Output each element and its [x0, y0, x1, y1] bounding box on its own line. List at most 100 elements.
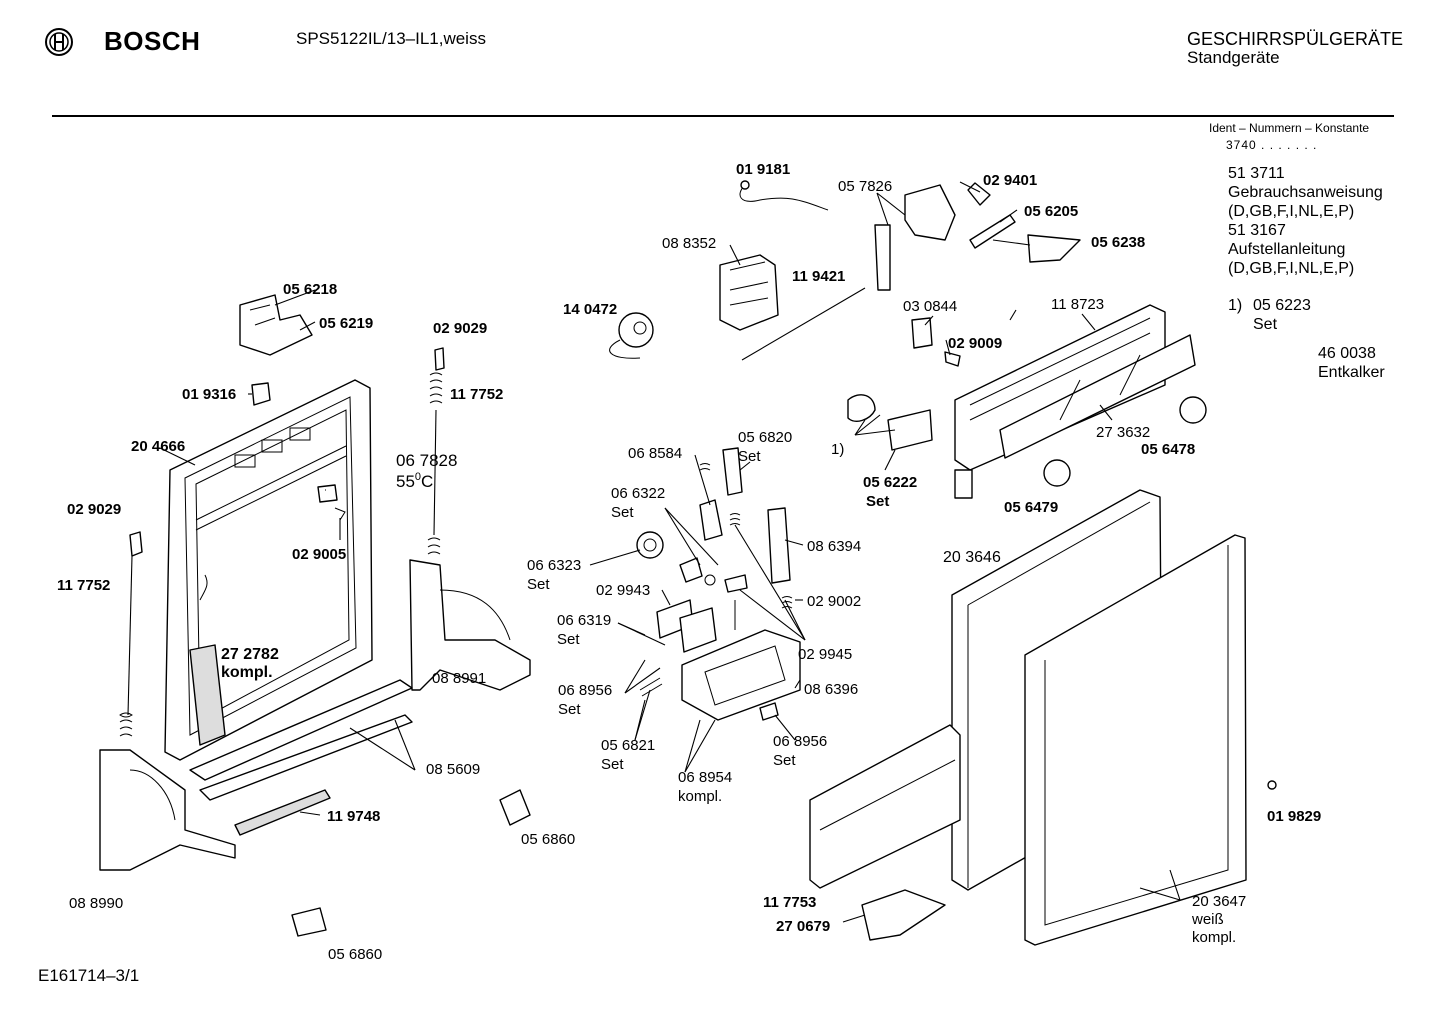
door-lock [904, 184, 956, 241]
part-label: 05 6821 [601, 737, 655, 754]
part-label: 27 0679 [776, 918, 830, 935]
cap-part [636, 531, 664, 559]
ident-title: Ident – Nummern – Konstante [1209, 121, 1370, 135]
part-label: 01 9829 [1267, 808, 1321, 825]
screw-part [944, 351, 961, 367]
part-label: weiß [1191, 911, 1224, 928]
header-divider [52, 115, 1394, 117]
part-label: 06 8954 [678, 769, 732, 786]
part-label: 02 9029 [433, 320, 487, 337]
handle-spring [1027, 234, 1081, 263]
bottom-strip [234, 789, 331, 836]
part-label: 20 4666 [131, 438, 185, 455]
install-languages: (D,GB,F,I,NL,E,P) [1228, 260, 1355, 277]
control-panel [954, 304, 1196, 499]
selector-bar [887, 409, 933, 451]
part-label: 02 9005 [292, 546, 346, 563]
part-label: 11 8723 [1051, 296, 1104, 313]
part-label: 08 8990 [69, 895, 123, 912]
part-label: 02 9009 [948, 335, 1002, 352]
part-label: 11 9421 [792, 268, 845, 285]
small-block-1 [499, 789, 531, 826]
model-number: SPS5122IL/13–IL1,weiss [296, 29, 486, 48]
temperature-label: 550C [396, 471, 433, 491]
manual-number: 51 3711 [1228, 165, 1285, 182]
part-label: 03 0844 [903, 298, 957, 315]
part-label: kompl. [678, 788, 722, 805]
part-label: 05 6218 [283, 281, 337, 298]
manual-languages: (D,GB,F,I,NL,E,P) [1228, 203, 1355, 220]
part-label: kompl. [1192, 929, 1236, 946]
part-label: 1) [831, 441, 844, 458]
part-label: 14 0472 [563, 301, 617, 318]
foot-bracket [861, 889, 946, 941]
part-label: Set [611, 504, 634, 521]
seal-part [679, 557, 703, 583]
part-label: Set [527, 576, 550, 593]
leader-lines [159, 181, 1181, 923]
ident-constant: 3740 . . . . . . . [1226, 138, 1318, 152]
knob-upper [1179, 396, 1207, 424]
part-label: 05 7826 [838, 178, 892, 195]
part-label: 02 9401 [983, 172, 1037, 189]
part-label: 05 6205 [1024, 203, 1078, 220]
part-label: 02 9943 [596, 582, 650, 599]
clip-part [251, 382, 271, 406]
product-subcategory: Standgeräte [1187, 48, 1280, 67]
bottom-rail [189, 679, 413, 781]
bottom-rail-lower [199, 714, 413, 801]
install-number: 51 3167 [1228, 222, 1286, 239]
rod-part [741, 287, 866, 361]
pin-part [969, 214, 1016, 249]
part-label: 02 9945 [798, 646, 852, 663]
part-label: 11 7752 [450, 386, 503, 403]
part-label: 20 3646 [943, 549, 1001, 566]
note-marker: 1) [1228, 297, 1243, 314]
base-frame [1024, 534, 1247, 946]
latch-part [239, 294, 313, 356]
descaler-label: Entkalker [1318, 364, 1385, 381]
part-label: 06 8956 [773, 733, 827, 750]
part-label: 05 6219 [319, 315, 373, 332]
latch-spring [722, 447, 743, 496]
part-label: 08 8352 [662, 235, 716, 252]
drawing-code: E161714–3/1 [38, 966, 140, 985]
part-label: Set [557, 631, 580, 648]
cable-part [739, 180, 829, 211]
dispenser-lid [699, 499, 723, 541]
toe-kick [809, 724, 961, 889]
product-category: GESCHIRRSPÜLGERÄTE [1187, 29, 1404, 49]
part-label: 05 6820 [738, 429, 792, 446]
part-label: 05 6860 [328, 946, 382, 963]
part-label: kompl. [221, 664, 273, 681]
timer-motor [719, 254, 779, 331]
connector-part [911, 317, 933, 349]
door-frame [164, 379, 373, 761]
bosch-logo-icon [45, 28, 73, 56]
part-label: 08 6394 [807, 538, 861, 555]
latch-arm [767, 507, 791, 584]
small-clip [724, 574, 748, 593]
part-label: 05 6238 [1091, 234, 1145, 251]
switch-bracket [874, 224, 891, 291]
left-spring [119, 531, 143, 737]
note-number: 05 6223 [1253, 297, 1311, 314]
dispenser-body [681, 629, 801, 721]
part-label: 02 9002 [807, 593, 861, 610]
part-label: 06 6322 [611, 485, 665, 502]
thermostat-part [317, 484, 338, 503]
part-label: 20 3647 [1192, 893, 1246, 910]
small-block-2 [291, 907, 327, 937]
part-label: 06 6319 [557, 612, 611, 629]
motor-pulley [618, 312, 654, 348]
install-label: Aufstellanleitung [1228, 241, 1346, 258]
part-label: 11 7752 [57, 577, 110, 594]
part-label: Set [773, 752, 796, 769]
part-label: Set [601, 756, 624, 773]
knob-lower [1043, 459, 1071, 487]
part-label: 08 5609 [426, 761, 480, 778]
part-label: Set [866, 493, 889, 510]
part-label: 05 6222 [863, 474, 917, 491]
part-label: 05 6478 [1141, 441, 1195, 458]
part-label: Set [558, 701, 581, 718]
